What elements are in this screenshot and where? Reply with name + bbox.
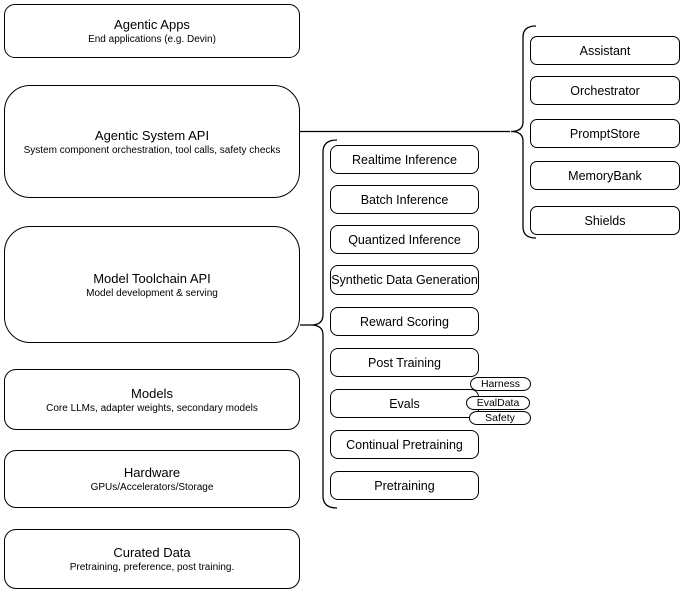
node-post-training: Post Training — [330, 348, 479, 377]
node-synthetic-data-generation: Synthetic Data Generation — [330, 265, 479, 295]
node-subtitle: Model development & serving — [86, 287, 218, 299]
node-label: PromptStore — [569, 126, 641, 141]
node-label: Orchestrator — [570, 83, 640, 98]
node-label: Batch Inference — [360, 192, 449, 207]
node-label: Quantized Inference — [348, 232, 461, 247]
node-title: Agentic Apps — [114, 17, 190, 32]
node-continual-pretraining: Continual Pretraining — [330, 430, 479, 459]
node-evals: Evals — [330, 389, 479, 418]
node-label: MemoryBank — [568, 168, 642, 183]
node-quantized-inference: Quantized Inference — [330, 225, 479, 254]
node-memorybank: MemoryBank — [530, 161, 680, 190]
node-title: Models — [131, 385, 173, 401]
node-label: Synthetic Data Generation — [331, 273, 478, 287]
node-assistant: Assistant — [530, 36, 680, 65]
node-agentic-system-api: Agentic System API System component orch… — [4, 85, 300, 198]
node-evals-evaldata: EvalData — [466, 396, 530, 410]
node-label: Continual Pretraining — [346, 437, 463, 452]
node-promptstore: PromptStore — [530, 119, 680, 148]
node-models: Models Core LLMs, adapter weights, secon… — [4, 369, 300, 430]
node-subtitle: GPUs/Accelerators/Storage — [90, 482, 214, 493]
node-model-toolchain-api: Model Toolchain API Model development & … — [4, 226, 300, 343]
node-hardware: Hardware GPUs/Accelerators/Storage — [4, 450, 300, 508]
node-label: Harness — [480, 378, 521, 390]
node-subtitle: Pretraining, preference, post training. — [69, 562, 235, 573]
node-label: Realtime Inference — [352, 152, 457, 167]
node-label: Evals — [389, 396, 420, 411]
node-title: Hardware — [123, 465, 181, 480]
node-label: Pretraining — [374, 478, 435, 493]
node-shields: Shields — [530, 206, 680, 235]
node-title: Agentic System API — [94, 127, 210, 143]
node-batch-inference: Batch Inference — [330, 185, 479, 214]
node-subtitle: Core LLMs, adapter weights, secondary mo… — [46, 402, 258, 414]
node-label: Post Training — [368, 355, 441, 370]
node-title: Curated Data — [113, 545, 191, 560]
node-reward-scoring: Reward Scoring — [330, 307, 479, 336]
node-label: Assistant — [579, 43, 631, 58]
node-evals-safety: Safety — [469, 411, 531, 425]
node-evals-harness: Harness — [470, 377, 531, 391]
node-curated-data: Curated Data Pretraining, preference, po… — [4, 529, 300, 589]
node-label: EvalData — [476, 397, 520, 409]
node-subtitle: System component orchestration, tool cal… — [23, 144, 281, 156]
node-subtitle: End applications (e.g. Devin) — [88, 34, 216, 45]
node-agentic-apps: Agentic Apps End applications (e.g. Devi… — [4, 4, 300, 58]
node-label: Shields — [584, 213, 626, 228]
node-label: Safety — [485, 412, 515, 424]
node-orchestrator: Orchestrator — [530, 76, 680, 105]
node-pretraining: Pretraining — [330, 471, 479, 500]
node-realtime-inference: Realtime Inference — [330, 145, 479, 174]
node-label: Reward Scoring — [360, 314, 449, 329]
node-title: Model Toolchain API — [93, 270, 211, 286]
